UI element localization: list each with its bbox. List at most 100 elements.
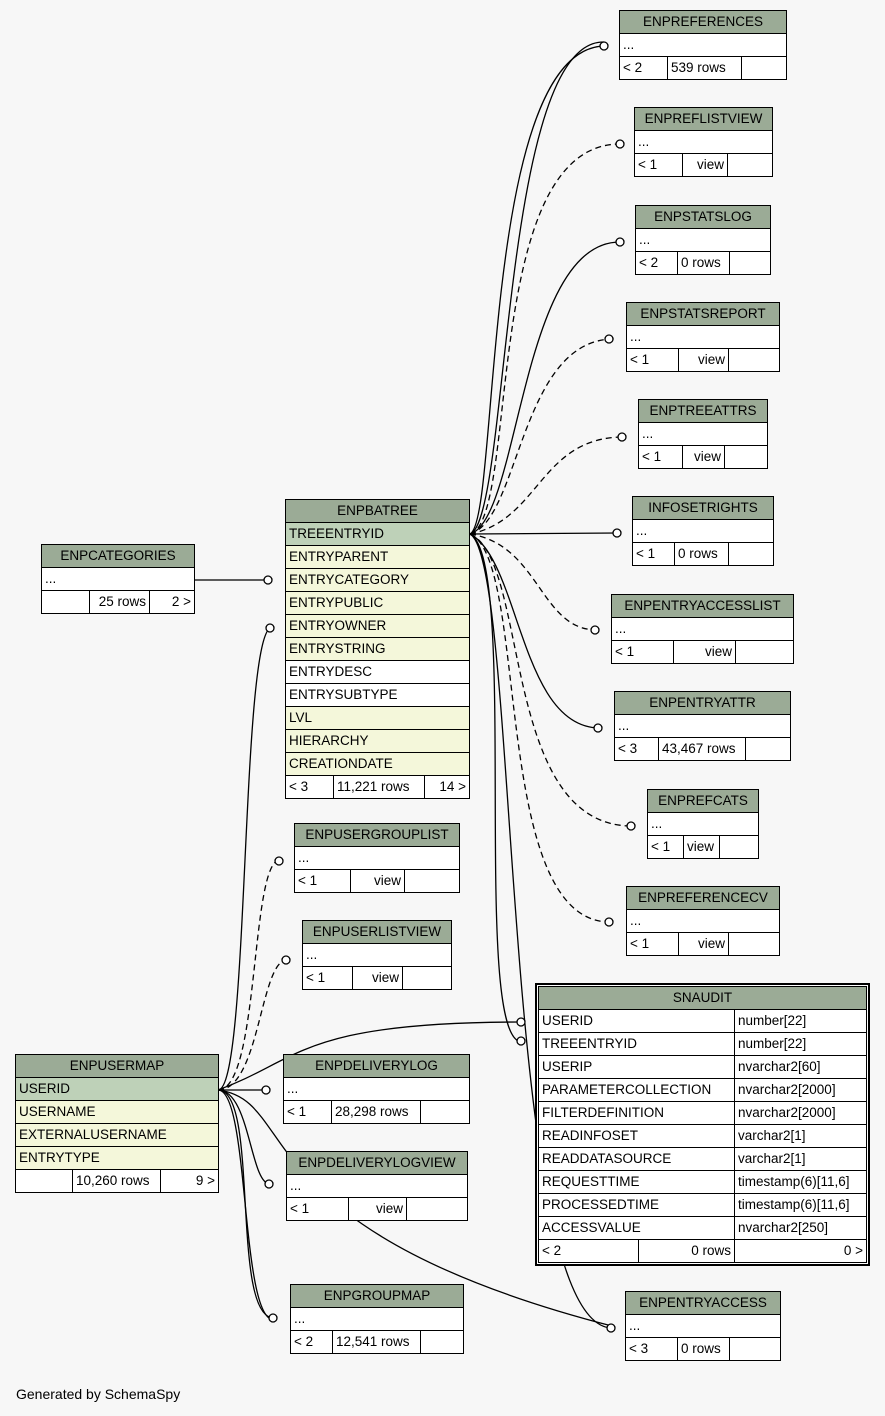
- row-count: view: [684, 836, 720, 858]
- column-name: USERIP: [539, 1056, 735, 1078]
- link-infosetrights: [469, 532, 619, 535]
- columns-collapsed: ...: [636, 229, 770, 252]
- table-title: ENPSTATSLOG: [636, 206, 770, 229]
- parents-count: < 2: [539, 1240, 639, 1262]
- columns-collapsed: ...: [612, 618, 793, 641]
- column-name: TREEENTRYID: [539, 1033, 735, 1055]
- column-name: PROCESSEDTIME: [539, 1194, 735, 1216]
- parents-count: < 1: [287, 1198, 349, 1220]
- table-title: ENPUSERMAP: [16, 1055, 218, 1078]
- children-count: [720, 836, 758, 858]
- parents-count: < 2: [620, 57, 668, 79]
- column-entrysubtype: ENTRYSUBTYPE: [286, 684, 469, 707]
- table-title: ENPTREEATTRS: [639, 400, 767, 423]
- link-entryowner: [217, 626, 273, 1091]
- column-externalusername: EXTERNALUSERNAME: [16, 1124, 218, 1147]
- columns-collapsed: ...: [633, 520, 773, 543]
- table-title: ENPDELIVERYLOGVIEW: [287, 1152, 467, 1175]
- row-count: view: [349, 1198, 407, 1220]
- children-count: [421, 1101, 469, 1123]
- children-count: [729, 543, 773, 565]
- link-enpgroupmap-b: [217, 1089, 275, 1321]
- link-enpreferences-b: [469, 41, 605, 535]
- parents-count: < 2: [291, 1331, 333, 1353]
- column-creationdate: CREATIONDATE: [286, 753, 469, 776]
- table-title: ENPSTATSREPORT: [627, 303, 779, 326]
- table-title: ENPENTRYACCESS: [626, 1292, 780, 1315]
- row-count: 0 rows: [639, 1240, 735, 1262]
- parents-count: < 1: [627, 933, 679, 955]
- parents-count: < 1: [284, 1101, 332, 1123]
- column-name: READINFOSET: [539, 1125, 735, 1147]
- table-title: ENPUSERGROUPLIST: [295, 824, 459, 847]
- link-enpstatsreport: [469, 338, 615, 535]
- columns-collapsed: ...: [626, 1315, 780, 1338]
- children-count: [725, 446, 767, 468]
- column-type: timestamp(6)[11,6]: [738, 1174, 850, 1189]
- column-userid: USERID: [16, 1078, 218, 1101]
- link-enpusergrouplist: [217, 859, 281, 1091]
- children-count: [746, 738, 790, 760]
- column-entrycategory: ENTRYCATEGORY: [286, 569, 469, 592]
- column-entryowner: ENTRYOWNER: [286, 615, 469, 638]
- link-enptreeattrs: [469, 436, 625, 535]
- column-name: REQUESTTIME: [539, 1171, 735, 1193]
- link-enpentryaccesslist: [469, 533, 598, 631]
- link-enpreflistview: [469, 143, 621, 535]
- row-count: view: [351, 870, 405, 892]
- table-enpbatree[interactable]: ENPBATREE TREEENTRYID ENTRYPARENT ENTRYC…: [285, 499, 470, 799]
- columns-collapsed: ...: [627, 910, 779, 933]
- parents-count: < 3: [286, 776, 334, 798]
- row-count: 10,260 rows: [73, 1170, 161, 1192]
- column-type: nvarchar2[2000]: [738, 1082, 836, 1097]
- column-type: nvarchar2[2000]: [738, 1105, 836, 1120]
- column-entryparent: ENTRYPARENT: [286, 546, 469, 569]
- parents-count: < 3: [626, 1338, 678, 1360]
- parents-count: < 1: [303, 967, 353, 989]
- column-treeentryid: TREEENTRYID: [286, 523, 469, 546]
- column-type: number[22]: [738, 1036, 807, 1051]
- parents-count: < 2: [636, 252, 678, 274]
- table-title: ENPENTRYACCESSLIST: [612, 595, 793, 618]
- table-enpusermap[interactable]: ENPUSERMAP USERID USERNAME EXTERNALUSERN…: [15, 1054, 219, 1193]
- table-title: ENPENTRYATTR: [615, 692, 790, 715]
- link-enpstatslog: [469, 241, 621, 535]
- table-title: ENPREFERENCECV: [627, 887, 779, 910]
- link-snaudit-treeentryid: [469, 533, 523, 1043]
- link-enpreferencecv: [469, 533, 611, 923]
- parents-count: < 1: [635, 154, 683, 176]
- children-count: [742, 57, 786, 79]
- row-count: 12,541 rows: [333, 1331, 421, 1353]
- link-enpgroupmap-a: [217, 1089, 275, 1319]
- table-title: ENPUSERLISTVIEW: [303, 921, 451, 944]
- row-count: view: [679, 349, 729, 371]
- children-count: [736, 641, 793, 663]
- row-count: 0 rows: [675, 543, 729, 565]
